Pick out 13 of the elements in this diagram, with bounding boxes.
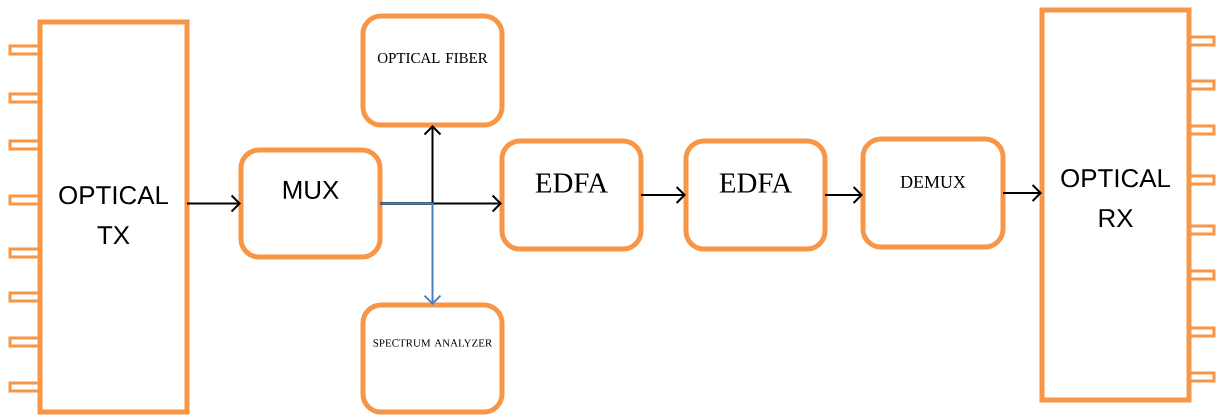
arrow [824,186,863,204]
process-box: SPECTRUM ANALYZER [360,302,505,415]
process-box: OPTICAL FIBER [360,13,505,128]
process-box: EDFA [499,138,644,252]
process-box: MUX [238,147,383,260]
device-box: OPTICAL RX [1039,7,1192,403]
arrow [640,186,686,204]
process-box: EDFA [683,138,828,252]
process-box: DEMUX [860,136,1006,250]
arrow [186,194,241,213]
arrow [379,202,442,305]
device-box: OPTICAL TX [37,19,190,415]
arrow [1002,184,1042,202]
